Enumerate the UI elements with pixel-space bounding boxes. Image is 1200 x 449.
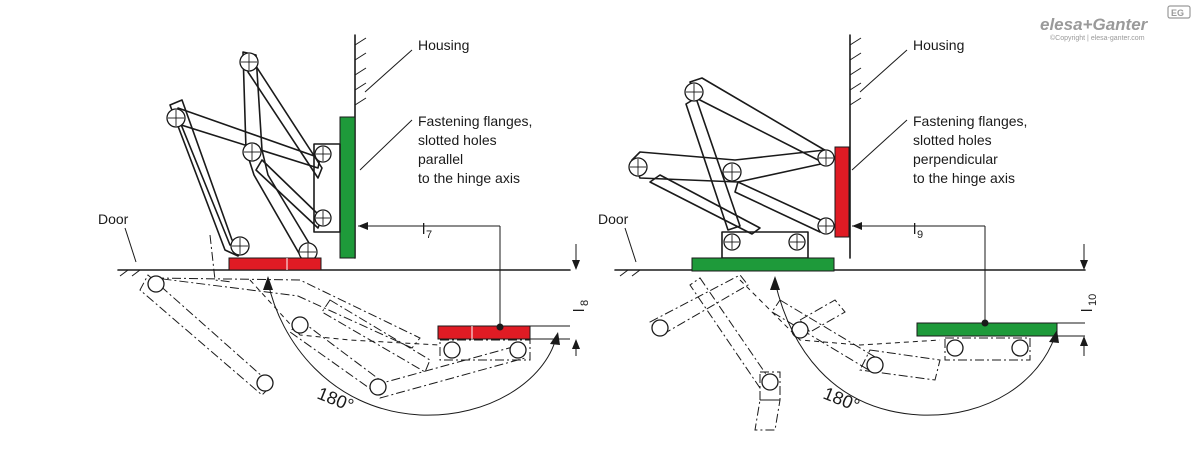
right-flange-leader (851, 119, 908, 171)
brand-copyright: ©Copyright | elesa-ganter.com (1050, 34, 1145, 42)
left-red-flange (228, 257, 322, 271)
right-rotation-arc (774, 281, 1056, 416)
right-arc-arrowhead-end (1049, 330, 1059, 343)
right-dim-l9: l 9 (852, 221, 989, 327)
left-flange-label-line2: slotted holes (418, 132, 497, 148)
right-flange-label-line3: perpendicular (913, 151, 998, 167)
right-door-label: Door (598, 211, 629, 227)
left-dim-l8: l 8 (571, 244, 591, 356)
left-flange-leader (359, 119, 413, 171)
right-dim-l10-sub: 10 (1087, 294, 1099, 306)
left-green-flange (339, 116, 356, 259)
left-dim-l7: l 7 (358, 221, 504, 331)
right-flange-label-line4: to the hinge axis (913, 170, 1015, 186)
right-angle-label: 180° (821, 383, 863, 415)
right-arc-arrowhead-start (770, 276, 780, 290)
right-dim-l9-symbol: l (913, 221, 916, 238)
left-hinge-diagram: 180° l 7 l 8 Housing Fastening flanges, … (98, 34, 591, 416)
left-pivot-holes (166, 52, 332, 262)
right-open-position (649, 274, 1031, 431)
left-arc-arrowhead-end (550, 332, 560, 345)
brand-badge: EG (1171, 8, 1184, 18)
right-dim-l10-symbol: l (1079, 309, 1096, 312)
right-housing-label: Housing (913, 37, 964, 53)
right-housing-wall (849, 34, 862, 259)
left-dim-l7-sub: 7 (426, 229, 432, 241)
left-door-hatch (119, 269, 141, 277)
left-flange-label-line3: parallel (418, 151, 463, 167)
right-flange-label-line2: slotted holes (913, 132, 992, 148)
left-open-position (139, 234, 531, 399)
right-dim-l9-sub: 9 (917, 229, 923, 241)
left-door-leader (124, 227, 137, 263)
right-red-flange (834, 146, 850, 238)
left-housing-leader (364, 49, 413, 93)
right-housing-leader (859, 49, 908, 93)
right-dim-l10: l 10 (1079, 244, 1099, 356)
right-hinge-diagram: 180° l 9 l 10 Housing Fastening flanges,… (598, 34, 1099, 431)
left-dim-l7-symbol: l (422, 221, 425, 238)
brand-logo: elesa+Ganter ©Copyright | elesa-ganter.c… (1040, 5, 1191, 42)
left-dim-l8-sub: 8 (579, 300, 591, 306)
left-housing-label: Housing (418, 37, 469, 53)
right-door-hatch (619, 269, 641, 277)
left-door-label: Door (98, 211, 129, 227)
right-green-flange (691, 257, 835, 272)
brand-badge-frame (1167, 5, 1191, 19)
left-red-flange-open (437, 325, 531, 340)
left-flange-label-line4: to the hinge axis (418, 170, 520, 186)
left-angle-label: 180° (315, 383, 357, 415)
right-door-leader (624, 227, 637, 263)
right-pivot-holes (628, 82, 835, 251)
left-flange-label-line1: Fastening flanges, (418, 113, 532, 129)
brand-name: elesa+Ganter (1040, 15, 1149, 34)
left-rotation-arc (267, 281, 557, 416)
left-dim-l8-symbol: l (571, 309, 588, 312)
right-flange-label-line1: Fastening flanges, (913, 113, 1027, 129)
left-arc-arrowhead-start (263, 276, 273, 290)
